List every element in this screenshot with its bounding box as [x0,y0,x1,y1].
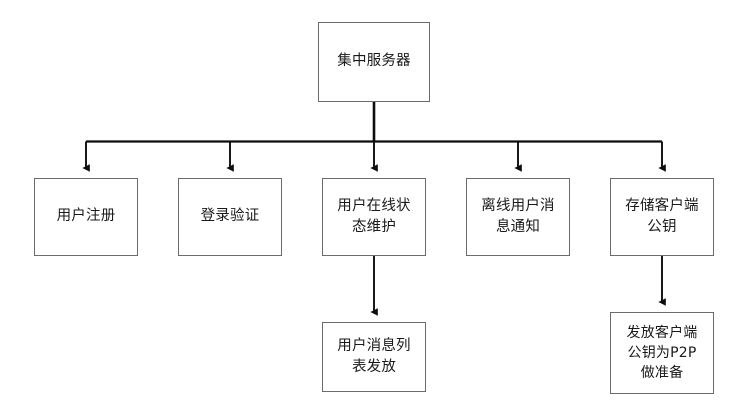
node-user-online-status[interactable]: 用户在线状 态维护 [322,178,426,256]
node-login-verification[interactable]: 登录验证 [178,178,282,256]
node-central-server[interactable]: 集中服务器 [318,22,430,102]
clipped-caption-strip [36,409,186,418]
node-offline-message-notify-label: 离线用户消 息通知 [481,197,555,235]
node-user-registration[interactable]: 用户注册 [34,178,138,256]
node-user-registration-label: 用户注册 [56,208,116,225]
node-central-server-label: 集中服务器 [337,53,411,70]
node-user-message-list-dispatch[interactable]: 用户消息列 表发放 [322,322,426,392]
node-store-client-public-key[interactable]: 存储客户端 公钥 [610,178,714,256]
node-offline-message-notify[interactable]: 离线用户消 息通知 [466,178,570,256]
node-issue-client-public-key[interactable]: 发放客户端 公钥为P2P 做准备 [610,312,714,394]
node-user-message-list-dispatch-label: 用户消息列 表发放 [337,337,411,375]
node-login-verification-label: 登录验证 [200,208,260,225]
node-store-client-public-key-label: 存储客户端 公钥 [625,197,699,235]
node-issue-client-public-key-label: 发放客户端 公钥为P2P 做准备 [626,324,698,382]
node-user-online-status-label: 用户在线状 态维护 [337,197,411,235]
